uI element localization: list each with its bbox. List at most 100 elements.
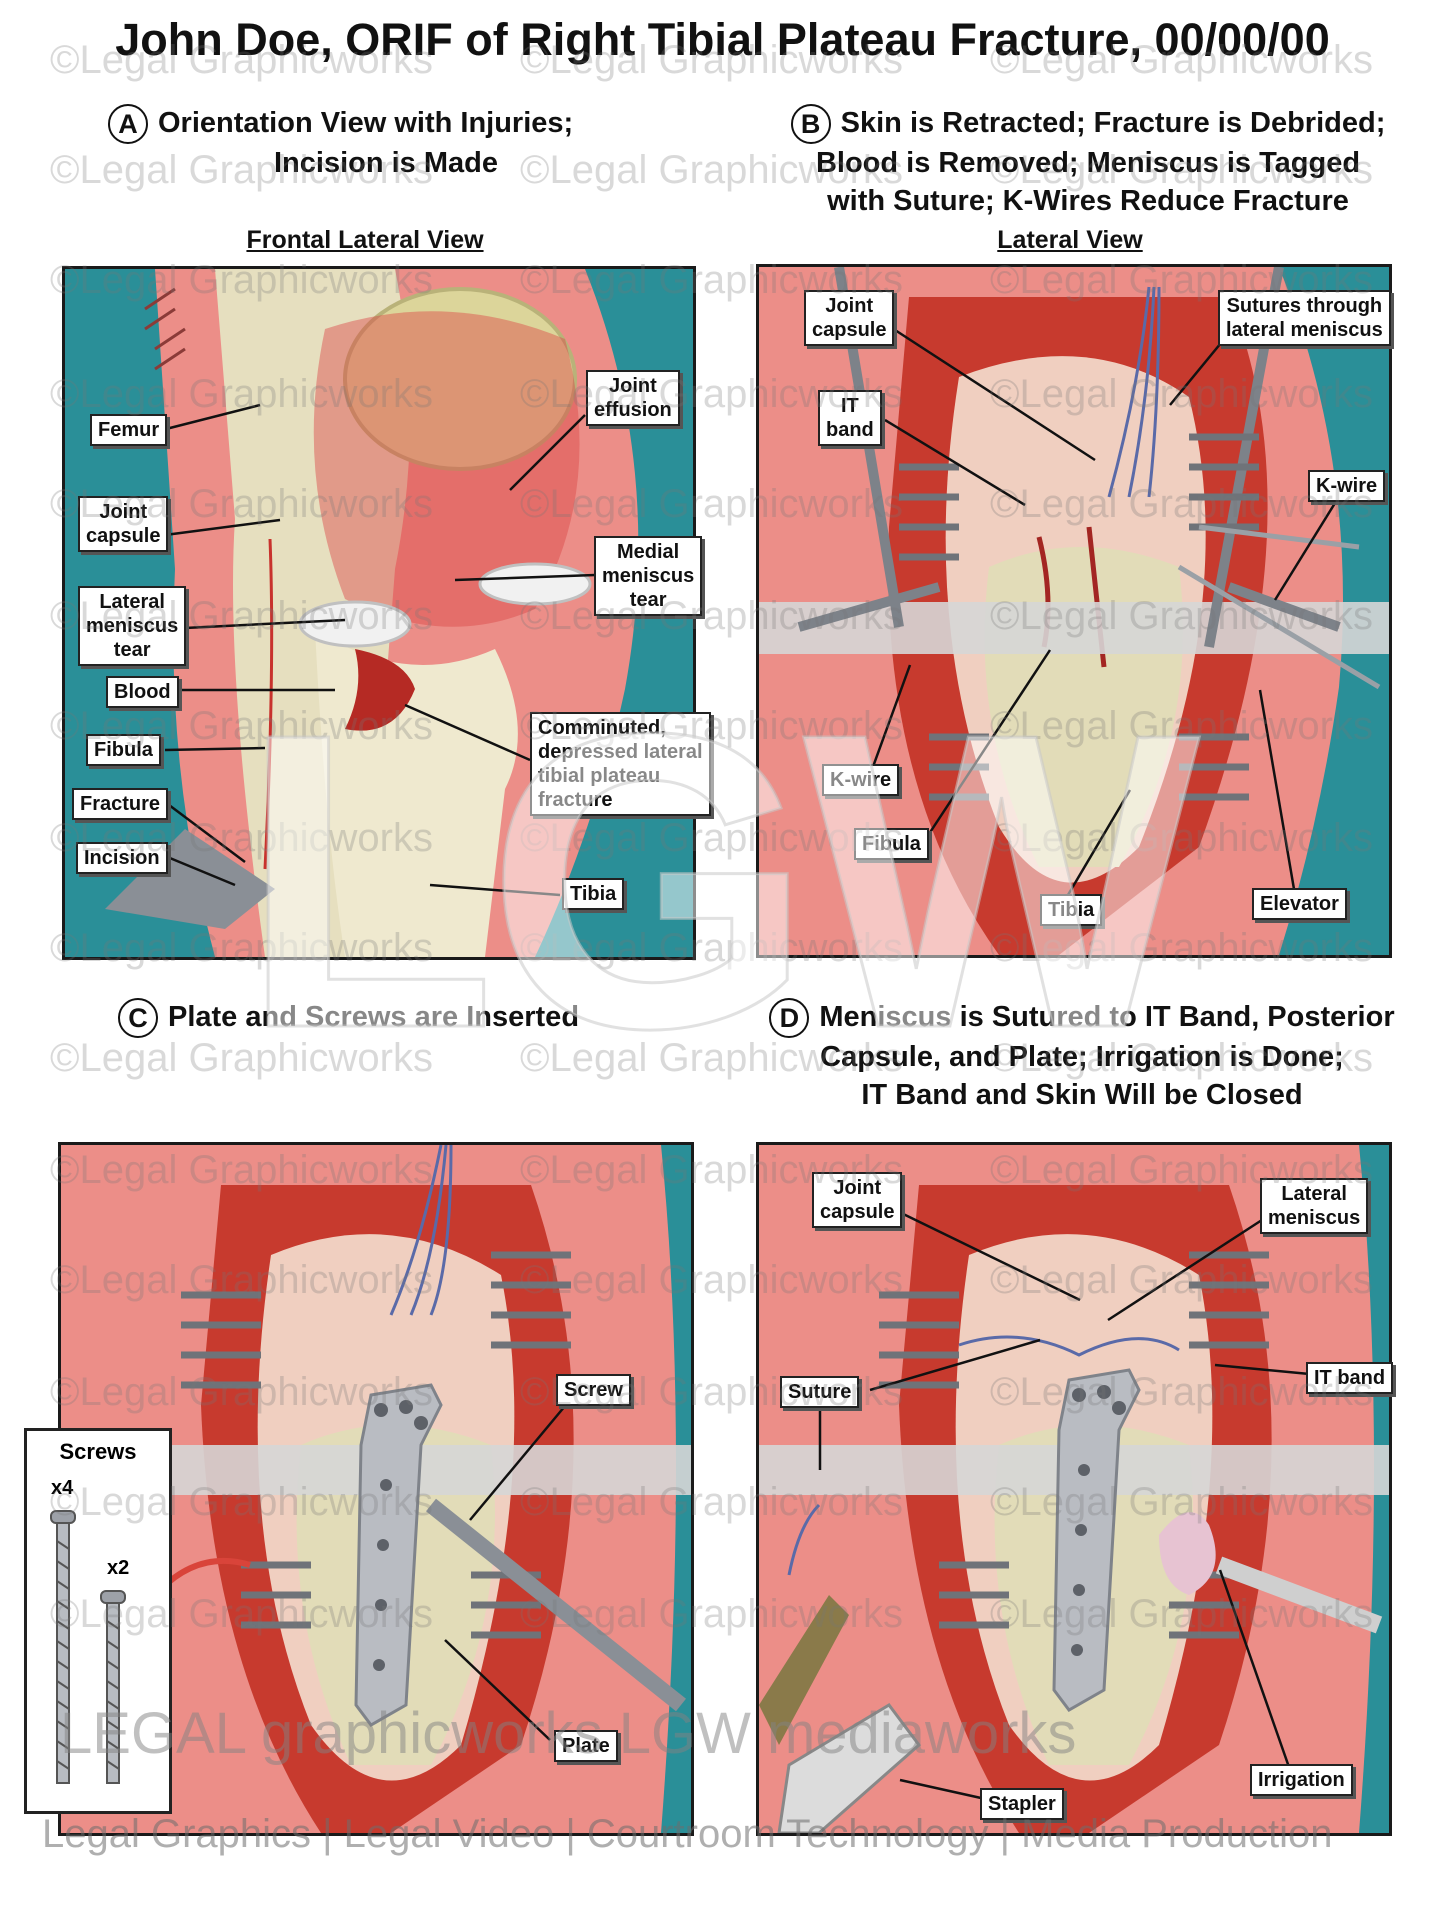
watermark-text: ©Legal Graphicworks [50,594,433,638]
watermark-text: ©Legal Graphicworks [520,1148,903,1192]
section-b-view-label: Lateral View [997,226,1143,254]
section-b-badge: B [790,104,831,145]
long-screw-icon [50,1510,76,1784]
label-fibula-a: Fibula [86,734,161,766]
watermark-text: ©Legal Graphicworks [50,1258,433,1302]
section-b-line1: Skin is Retracted; Fracture is Debrided; [840,107,1386,139]
label-irrigation: Irrigation [1250,1764,1353,1796]
section-c-heading: C Plate and Screws are Inserted [118,998,678,1039]
watermark-text: ©Legal Graphicworks [990,482,1373,526]
watermark-text: ©Legal Graphicworks [990,258,1373,302]
watermark-text: ©Legal Graphicworks [990,1480,1373,1524]
watermark-text: ©Legal Graphicworks [990,594,1373,638]
watermark-text: ©Legal Graphicworks [520,1480,903,1524]
section-a-view-label: Frontal Lateral View [246,226,484,254]
watermark-text: ©Legal Graphicworks [50,926,433,970]
watermark-text: ©Legal Graphicworks [520,926,903,970]
section-c-badge: C [118,998,158,1039]
watermark-text: ©Legal Graphicworks [990,148,1373,192]
label-kwire-left: K-wire [822,764,900,796]
watermark-text: ©Legal Graphicworks [990,1036,1373,1080]
screw-drawings [50,1510,126,1784]
section-a-heading: A Orientation View with Injuries; Incisio… [108,104,668,182]
watermark-text: ©Legal Graphicworks [50,372,433,416]
label-elevator: Elevator [1252,888,1347,920]
section-b-heading: B Skin is Retracted; Fracture is Debrided… [748,104,1428,220]
panel-c-artwork [61,1145,691,1833]
watermark-text: ©Legal Graphicworks [990,926,1373,970]
brand-watermark: LEGAL graphicworks LGW mediaworks [60,1701,1077,1766]
short-screw-icon [100,1590,126,1784]
watermark-text: ©Legal Graphicworks [520,1258,903,1302]
section-d-badge: D [769,998,810,1039]
watermark-text: ©Legal Graphicworks [50,38,433,82]
lgw-watermark-logo: LGW [239,646,1202,1118]
watermark-text: ©Legal Graphicworks [50,1148,433,1192]
section-a-badge: A [108,104,148,145]
watermark-text: ©Legal Graphicworks [520,704,903,748]
watermark-text: ©Legal Graphicworks [50,1370,433,1414]
section-a-line2: Incision is Made [274,147,498,180]
label-suture: Suture [780,1376,860,1408]
watermark-text: ©Legal Graphicworks [50,258,433,302]
label-fibula-b: Fibula [854,828,929,860]
screws-inset: Screws x4 x2 [24,1428,172,1814]
screws-count-x2: x2 [107,1557,130,1579]
section-a-line1: Orientation View with Injuries; [158,107,574,139]
section-b-line3: with Suture; K-Wires Reduce Fracture [827,185,1349,218]
watermark-text: ©Legal Graphicworks [520,1036,903,1080]
watermark-text: ©Legal Graphicworks [990,372,1373,416]
label-tibia-a: Tibia [562,878,625,910]
label-screw: Screw [556,1374,631,1406]
watermark-text: ©Legal Graphicworks [990,816,1373,860]
watermark-text: ©Legal Graphicworks [520,38,903,82]
watermark-text: ©Legal Graphicworks [990,704,1373,748]
watermark-text: ©Legal Graphicworks [520,1592,903,1636]
label-blood: Blood [106,676,179,708]
section-d-line2: Capsule, and Plate; Irrigation is Done; [820,1041,1344,1074]
watermark-text: ©Legal Graphicworks [520,148,903,192]
label-it-band-d: IT band [1306,1362,1394,1394]
label-plate: Plate [554,1730,618,1762]
section-d-heading: D Meniscus is Sutured to IT Band, Posteri… [732,998,1432,1114]
section-d-line1: Meniscus is Sutured to IT Band, Posterio… [819,1001,1395,1033]
watermark-text: ©Legal Graphicworks [520,816,903,860]
label-incision: Incision [76,842,168,874]
watermark-text: ©Legal Graphicworks [50,482,433,526]
watermark-text: ©Legal Graphicworks [520,258,903,302]
label-femur: Femur [90,414,168,446]
watermark-text: ©Legal Graphicworks [50,1592,433,1636]
watermark-text: ©Legal Graphicworks [990,38,1373,82]
section-b-line2: Blood is Removed; Meniscus is Tagged [815,147,1361,180]
screws-inset-title: Screws [59,1439,137,1464]
panel-c-plate-screws [58,1142,694,1836]
watermark-text: ©Legal Graphicworks [520,372,903,416]
watermark-text: ©Legal Graphicworks [50,1036,433,1080]
label-tibia-b: Tibia [1040,894,1103,926]
section-c-line1: Plate and Screws are Inserted [168,1001,580,1033]
watermark-text: ©Legal Graphicworks [50,148,433,192]
watermark-text: ©Legal Graphicworks [50,704,433,748]
footer-tagline: Legal Graphics | Legal Video | Courtroom… [42,1812,1333,1856]
screws-count-x4: x4 [51,1477,74,1499]
watermark-text: ©Legal Graphicworks [520,482,903,526]
watermark-text: ©Legal Graphicworks [520,1370,903,1414]
label-kwire-right: K-wire [1308,470,1386,502]
watermark-text: ©Legal Graphicworks [990,1370,1373,1414]
watermark-text: ©Legal Graphicworks [990,1258,1373,1302]
page-title: John Doe, ORIF of Right Tibial Plateau F… [115,14,1330,65]
section-d-line3: IT Band and Skin Will be Closed [861,1079,1303,1112]
watermark-text: ©Legal Graphicworks [990,1592,1373,1636]
watermark-text: ©Legal Graphicworks [50,816,433,860]
watermark-text: ©Legal Graphicworks [50,1480,433,1524]
